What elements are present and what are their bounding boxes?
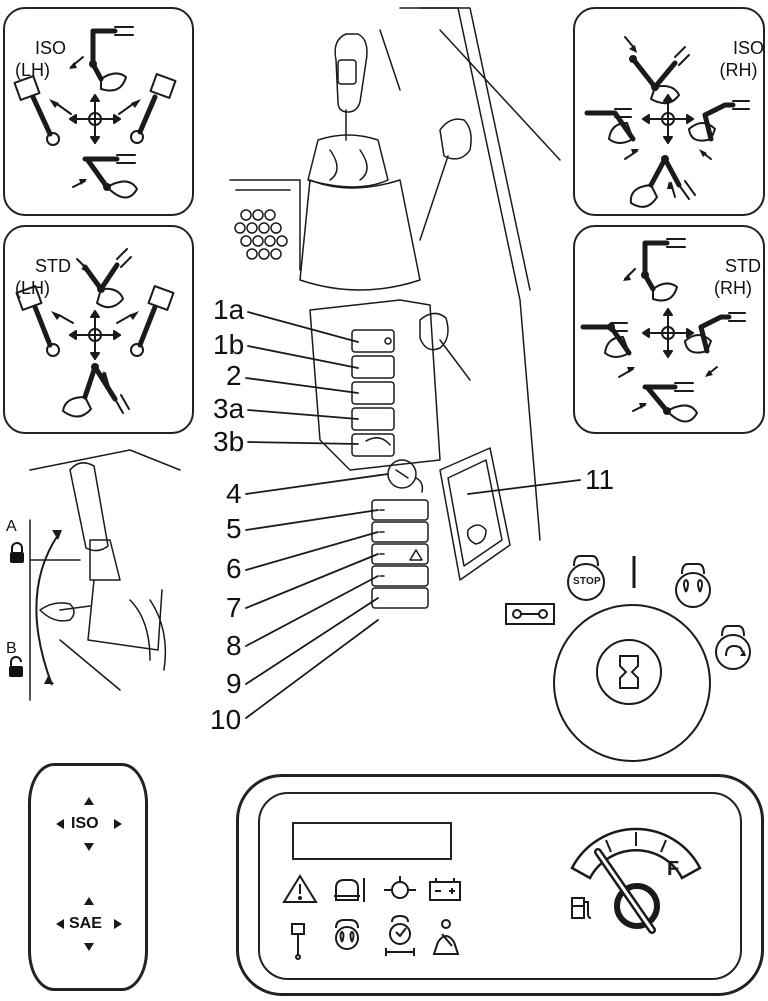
direction-cross-icon (69, 310, 121, 360)
callout-1b: 1b (213, 329, 245, 360)
callout-4: 4 (226, 478, 242, 509)
callout-3b: 3b (213, 426, 245, 457)
seat-belt-icon (432, 919, 460, 955)
iso-lh-panel: ISO(LH) (3, 7, 194, 216)
arm-top-icon (76, 248, 132, 309)
arm-bottom-icon (629, 155, 696, 208)
cab-interior-drawing (229, 7, 561, 609)
callout-6: 6 (226, 553, 242, 584)
callout-10: 10 (210, 704, 242, 735)
joystick-grip (334, 33, 368, 113)
std-rh-label: STD(RH) (714, 256, 762, 298)
accessory-position-icon (505, 603, 555, 625)
callout-8: 8 (226, 630, 242, 661)
arm-top-icon (623, 238, 686, 302)
arm-right-icon (688, 100, 750, 160)
service-interval-icon (385, 914, 415, 956)
arm-bottom-icon (62, 363, 130, 418)
oil-pressure-icon (384, 876, 416, 899)
display-unit-11 (439, 447, 511, 581)
fuel-pump-icon (571, 897, 592, 919)
iso-lh-label: ISO(LH) (15, 38, 67, 80)
rocker-arrows (56, 797, 122, 951)
stop-label: STOP (573, 576, 601, 587)
std-lh-panel: STD(LH) (3, 225, 194, 434)
arm-left-icon (15, 285, 74, 357)
iso-lh-diagram (13, 26, 177, 199)
callout-5: 5 (226, 513, 242, 544)
preheat-position-icon (675, 563, 711, 608)
arm-left-icon (584, 108, 639, 160)
warning-triangle-icon (282, 874, 318, 903)
std-rh-panel: STD(RH) (573, 225, 765, 434)
callout-9: 9 (226, 668, 242, 699)
arm-right-icon (684, 312, 746, 377)
lcd-display (292, 822, 452, 860)
arm-bottom-icon (632, 382, 698, 423)
fuel-filter-icon (291, 923, 305, 960)
callout-2: 2 (226, 360, 242, 391)
arm-left-icon (580, 322, 635, 378)
warning-icons (282, 874, 461, 960)
preheat-icon (335, 919, 359, 950)
callout-7: 7 (226, 592, 242, 623)
iso-rh-panel: ISO(RH) (573, 7, 765, 216)
engine-temp-icon (334, 878, 365, 902)
speaker-grill-icon (234, 209, 288, 260)
callout-11: 11 (585, 464, 615, 495)
gauge-full-label: F (667, 858, 680, 880)
iso-rh-diagram (584, 36, 750, 208)
iso-rh-label: ISO(RH) (719, 38, 765, 80)
rocker-sae-label: SAE (69, 915, 102, 932)
arm-right-icon (118, 73, 177, 144)
lock-closed-icon (10, 542, 24, 563)
battery-icon (429, 878, 461, 901)
arm-top-icon (69, 26, 134, 92)
stop-position-icon (567, 555, 605, 601)
start-position-icon (715, 625, 751, 670)
ignition-switch (505, 555, 751, 762)
direction-cross-icon (642, 308, 694, 358)
arm-bottom-icon (72, 154, 138, 199)
callout-3a: 3a (213, 393, 245, 424)
lock-open-icon (9, 656, 23, 677)
rotation-arc (35, 534, 59, 686)
fuel-gauge (570, 827, 702, 934)
arm-left-icon (13, 75, 72, 146)
std-lh-diagram (15, 248, 175, 418)
direction-cross-icon (69, 94, 121, 144)
arm-right-icon (116, 285, 175, 357)
position-a-label: A (6, 518, 17, 535)
callout-1a: 1a (213, 294, 245, 325)
rocker-iso-label: ISO (71, 815, 99, 832)
std-rh-diagram (580, 238, 746, 423)
safety-lever-drawing (29, 449, 181, 701)
position-b-label: B (6, 640, 17, 657)
arm-top-icon (624, 36, 690, 105)
